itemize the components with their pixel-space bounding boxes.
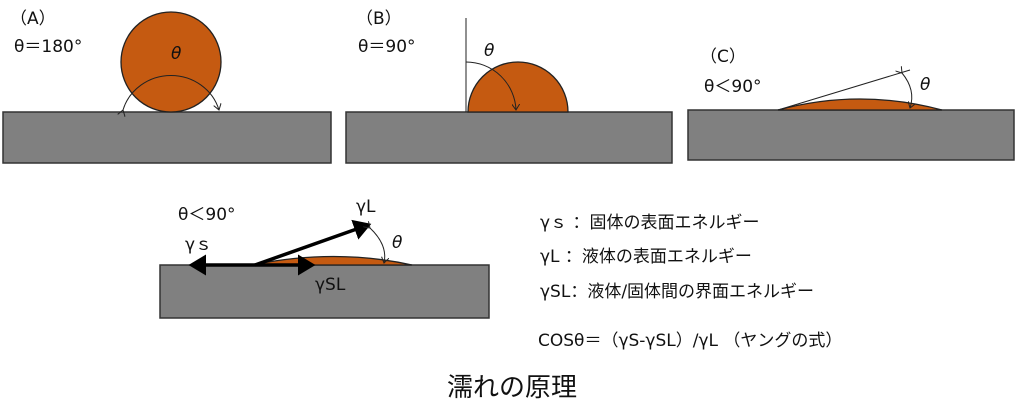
substrate [2, 111, 332, 164]
angle-arc [123, 74, 219, 110]
legend-item: γｓ ：固体の表面エネルギー [540, 213, 759, 233]
angle-arc [370, 228, 385, 263]
angle-arc [902, 73, 912, 108]
panel-b-label: （B） [356, 9, 402, 29]
droplet [467, 61, 569, 113]
panel-b: （B） θ＝90° θ [345, 9, 673, 164]
angle-arc [465, 61, 516, 110]
droplet [777, 98, 943, 111]
force-angle: θ＜90° [178, 205, 236, 225]
legend-item: γSL：液体/固体間の界面エネルギー [540, 282, 814, 302]
gamma-l-arrow [254, 219, 372, 267]
gamma-s-label: γｓ [185, 235, 212, 255]
young-equation: COSθ＝（γS-γSL）/γL （ヤングの式） [538, 331, 842, 351]
tangent-line [777, 69, 911, 111]
legend-item: γL ：液体の表面エネルギー [540, 247, 752, 267]
panel-a-label: （A） [10, 9, 56, 29]
panel-a: （A） θ＝180° θ [2, 9, 332, 164]
panel-c: （C） θ＜90° θ [687, 47, 1015, 161]
legend: γｓ ：固体の表面エネルギー γL ：液体の表面エネルギー γSL：液体/固体間… [538, 213, 842, 351]
panel-c-label: （C） [700, 47, 746, 67]
panel-b-angle: θ＝90° [358, 37, 416, 57]
panel-a-angle: θ＝180° [14, 37, 82, 57]
theta-label: θ [392, 233, 403, 253]
panel-c-angle: θ＜90° [704, 77, 762, 97]
theta-label: θ [171, 44, 182, 64]
gamma-sl-label: γSL [315, 275, 346, 295]
diagram-title: 濡れの原理 [447, 373, 577, 403]
theta-label: θ [920, 75, 931, 95]
substrate [159, 264, 490, 319]
force-diagram: θ＜90° θ γｓ γL γSL [159, 197, 490, 319]
gamma-l-label: γL [356, 197, 376, 217]
theta-label: θ [484, 41, 495, 61]
substrate [345, 111, 673, 164]
substrate [687, 109, 1015, 161]
